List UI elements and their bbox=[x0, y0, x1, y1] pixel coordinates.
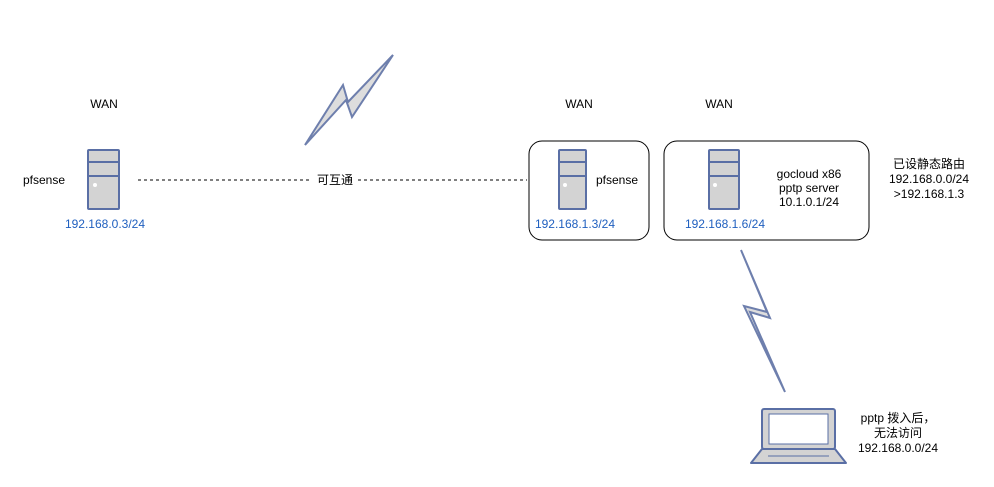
route-note-line: 已设静态路由 bbox=[893, 156, 965, 171]
lightning-bolt-icon bbox=[304, 54, 394, 146]
client-note-line: 无法访问 bbox=[874, 426, 922, 440]
device-name-label: gocloud x86 bbox=[777, 167, 842, 181]
wan-label: WAN bbox=[565, 97, 593, 111]
client-note-line: 192.168.0.0/24 bbox=[858, 441, 938, 455]
server-icon bbox=[708, 149, 740, 210]
device-role-label: pptp server bbox=[779, 181, 839, 195]
ip-label: 192.168.1.6/24 bbox=[685, 217, 765, 231]
wan-label: WAN bbox=[90, 97, 118, 111]
server-icon bbox=[87, 149, 120, 210]
server-icon bbox=[558, 149, 587, 210]
laptop-icon bbox=[750, 408, 847, 464]
route-note-line: 192.168.0.0/24 bbox=[889, 172, 969, 186]
ip-label: 192.168.0.3/24 bbox=[65, 217, 145, 231]
gocloud-container bbox=[663, 140, 870, 241]
pfsense-container bbox=[528, 140, 650, 241]
wan-label: WAN bbox=[705, 97, 733, 111]
link-label: 可互通 bbox=[317, 173, 353, 187]
route-note-line: >192.168.1.3 bbox=[894, 187, 965, 201]
device-name-label: pfsense bbox=[23, 173, 65, 187]
client-note-line: pptp 拨入后， bbox=[861, 411, 936, 425]
device-name-label: pfsense bbox=[596, 173, 638, 187]
device-subnet-label: 10.1.0.1/24 bbox=[779, 195, 839, 209]
ip-label: 192.168.1.3/24 bbox=[535, 217, 615, 231]
lightning-bolt-icon bbox=[740, 249, 786, 393]
